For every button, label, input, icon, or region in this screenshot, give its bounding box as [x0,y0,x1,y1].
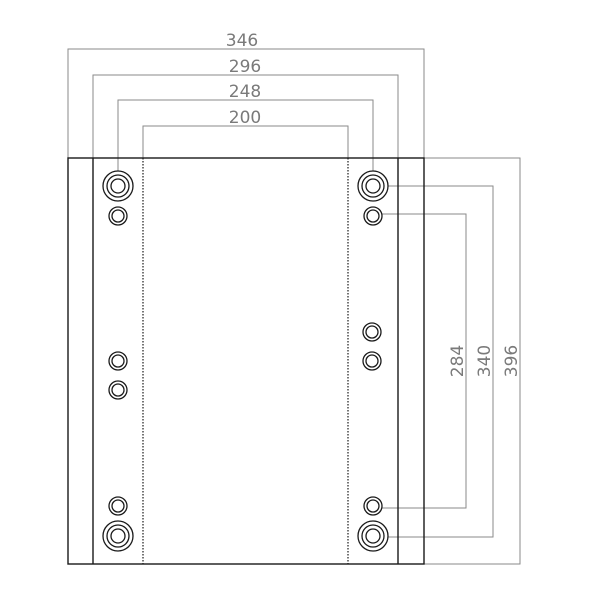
dimension-label-248: 248 [229,82,261,102]
dimension-label-346: 346 [226,31,258,51]
dimension-label-296: 296 [229,57,261,77]
dimension-label-340: 340 [475,345,495,377]
large-hole-top-left [102,170,134,202]
small-hole-right-mid-upper [362,322,382,342]
dimension-200: 200 [142,108,349,158]
dimension-396: 396 [424,157,522,565]
dimension-label-396: 396 [502,345,522,377]
dimension-label-284: 284 [448,345,468,377]
small-hole-left-lower [108,496,128,516]
dimension-346: 346 [67,31,425,158]
large-hole-bottom-right [357,520,389,552]
mounting-plate [67,157,425,565]
small-hole-left-upper [108,206,128,226]
plate-outline [67,157,425,565]
dimension-label-200: 200 [229,108,261,128]
large-hole-top-right [357,170,389,202]
small-hole-left-mid-upper [108,351,128,371]
small-hole-right-lower [363,496,383,516]
small-hole-right-mid-lower [362,351,382,371]
small-hole-right-upper [363,206,383,226]
dimension-248: 248 [117,82,374,178]
dimension-296: 296 [92,57,399,158]
large-hole-bottom-left [102,520,134,552]
dimension-340: 340 [386,185,495,538]
small-hole-left-mid-lower [108,380,128,400]
